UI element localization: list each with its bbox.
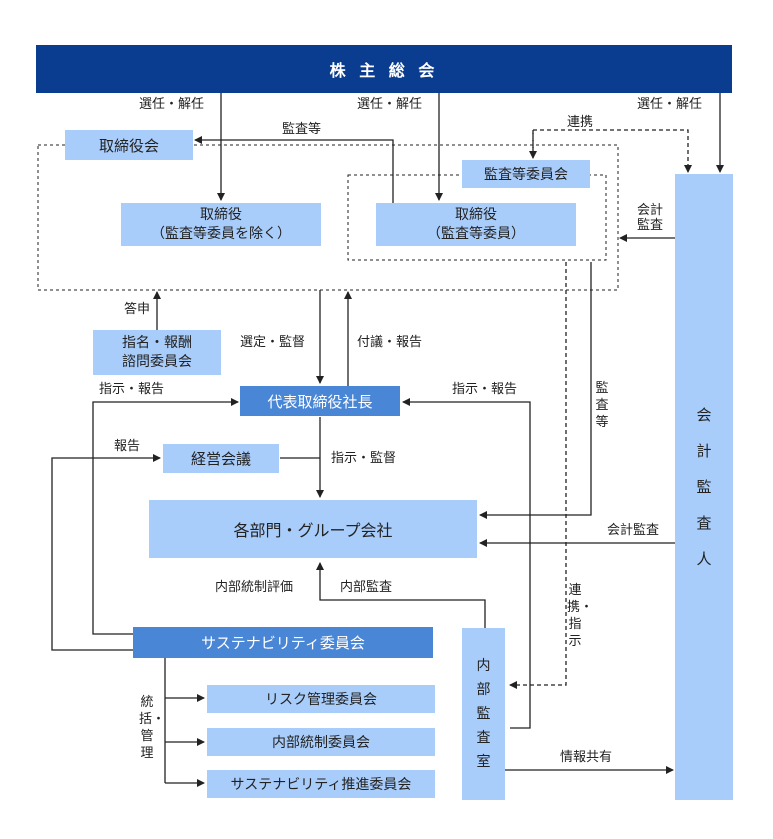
internal-audit-label: 内部監査室 (476, 658, 491, 770)
label-renkei: 連携 (567, 115, 594, 130)
board-of-directors-box: 取締役会 (65, 130, 193, 160)
shareholders-meeting-box: 株 主 総 会 (36, 45, 732, 93)
label-houkoku: 報告 (114, 439, 141, 454)
label-shiji-kantoku: 指示・監督 (331, 451, 397, 466)
risk-committee-box: リスク管理委員会 (207, 685, 435, 713)
label-sentei: 選定・監督 (240, 335, 306, 350)
label-accounting-audit-1: 会計 監査 (637, 203, 664, 233)
label-toukatsu: 統括・管理 (139, 695, 166, 761)
label-accounting-audit-2: 会計監査 (607, 523, 660, 538)
board-dashed-frame (37, 144, 619, 291)
label-elect-2: 選任・解任 (357, 97, 423, 112)
label-shiji-right: 指示・報告 (452, 382, 518, 397)
sustainability-promotion-box: サステナビリティ推進委員会 (207, 770, 435, 798)
management-meeting-box: 経営会議 (163, 444, 279, 473)
label-elect-3: 選任・解任 (637, 97, 703, 112)
internal-control-committee-box: 内部統制委員会 (207, 728, 435, 756)
label-shiji-left: 指示・報告 (99, 382, 165, 397)
label-elect-1: 選任・解任 (139, 97, 205, 112)
label-toushin: 答申 (124, 302, 151, 317)
ceo-box: 代表取締役社長 (240, 386, 400, 416)
internal-audit-box: 内部監査室 (462, 628, 505, 800)
directors-box: 取締役 （監査等委員を除く） (121, 203, 321, 246)
nomination-committee-box: 指名・報酬 諮問委員会 (93, 330, 221, 375)
accounting-auditor-box: 会計監査人 (675, 174, 733, 800)
sustainability-committee-box: サステナビリティ委員会 (133, 627, 433, 658)
label-audit-etc: 監査等 (282, 122, 322, 137)
label-kansa-vertical: 監査等 (595, 381, 609, 430)
label-jouhou: 情報共有 (560, 750, 613, 765)
accounting-auditor-label: 会計監査人 (696, 406, 712, 568)
label-internal-control-eval: 内部統制評価 (215, 580, 294, 595)
audit-directors-box: 取締役 （監査等委員） (376, 203, 576, 246)
audit-committee-box: 監査等委員会 (462, 160, 590, 188)
label-fugi: 付議・報告 (357, 335, 423, 350)
label-renkei-shiji: 連携・指示 (567, 582, 594, 650)
label-internal-audit: 内部監査 (340, 580, 393, 595)
departments-box: 各部門・グループ会社 (149, 500, 477, 558)
